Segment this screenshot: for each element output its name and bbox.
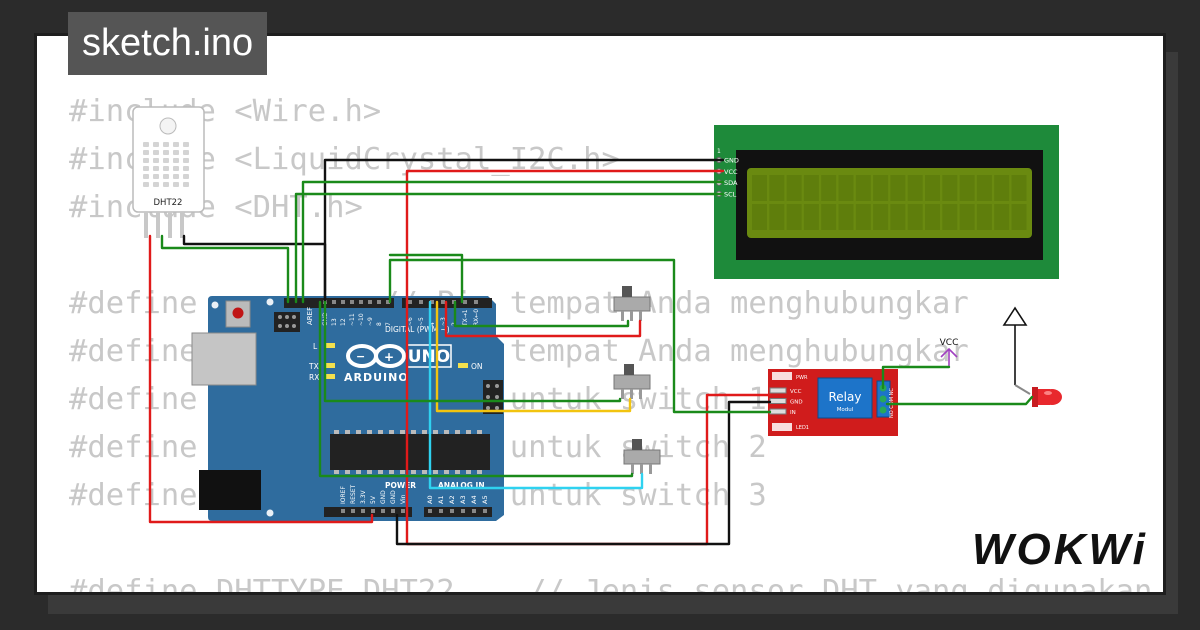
analog-header [424, 507, 492, 517]
rx-label: RX [309, 373, 319, 382]
vcc-symbol: VCC [940, 338, 959, 366]
vcc-label: VCC [940, 338, 959, 348]
power-header [324, 507, 412, 517]
wire-relay-in [388, 258, 772, 414]
wire-sw3-gnd [318, 300, 634, 478]
power-pin-label: 5V [370, 495, 377, 504]
wire-relay-gnd [395, 400, 772, 546]
wire-dht-vcc [148, 234, 374, 524]
digital-pin-label: 12 [340, 318, 347, 326]
analog-pin-label: A2 [448, 495, 456, 504]
power-pin-label: 3.3V [360, 489, 367, 504]
switch-2[interactable] [613, 364, 651, 399]
digital-pin-label: ~10 [358, 313, 365, 326]
power-pin-label: GND [390, 490, 397, 504]
relay-label: Relay [829, 390, 862, 404]
code-line: #define DHTTYPE DHT22 // Jenis sensor DH… [69, 574, 1153, 595]
analog-pin-label: A5 [481, 495, 489, 504]
wire-dht-data [160, 234, 290, 304]
wire-relay-led [885, 395, 1034, 406]
power-label: POWER [385, 481, 416, 490]
digital-pin-label: 4 [429, 322, 436, 326]
wire-sw1-vcc [444, 300, 642, 338]
analog-pin-label: A0 [426, 495, 434, 504]
power-pin-label: RESET [350, 484, 357, 504]
led-red[interactable] [1014, 384, 1062, 407]
power-pin-label: IOREF [340, 486, 347, 504]
digital-pin-label: ~6 [407, 317, 414, 326]
svg-text:+: + [384, 350, 394, 364]
lcd-pin-label: SCL [724, 190, 737, 198]
power-jack [199, 470, 261, 510]
aref-label: AREF [306, 307, 314, 325]
digital-pin-label: ~11 [349, 313, 356, 326]
atmega-chip [330, 434, 490, 470]
digital-pin-label: ~9 [367, 317, 374, 326]
file-title-tab[interactable]: sketch.ino [68, 12, 268, 75]
svg-text:−: − [356, 350, 365, 363]
lcd-pin-label: SDA [724, 179, 738, 187]
digital-pin-label: RX←0 [473, 309, 480, 326]
wire-lcd-sda [301, 180, 725, 304]
relay-led-label: LED1 [796, 425, 809, 431]
relay-sublabel: Modul [837, 407, 854, 413]
dht-vent-grid [143, 142, 189, 187]
digital-label: DIGITAL (PWM ~) [385, 325, 450, 334]
relay-block [817, 377, 873, 419]
lcd-pin1-label: 1 [717, 148, 721, 155]
digital-pin-label: 13 [331, 318, 338, 326]
wokwi-logo: WOKWi [972, 525, 1148, 574]
dht22-sensor[interactable]: DHT22 [132, 106, 205, 238]
arduino-logo: − + [346, 344, 406, 368]
relay-pin-label: GND [790, 400, 803, 406]
power-pin-label: GND [380, 490, 387, 504]
wire-sw3-sig [428, 300, 644, 490]
wire-lcd-scl [294, 192, 725, 304]
digital-pin-label: 8 [376, 322, 383, 326]
lcd-pin-label: GND [724, 157, 739, 165]
relay-pin-label: IN [790, 410, 796, 416]
digital-pin-label: ~3 [440, 317, 447, 326]
analog-pin-label: A3 [459, 495, 467, 504]
usb-port [191, 332, 257, 386]
digital-pin-label: 7 [385, 322, 392, 326]
digital-pin-label: TX→1 [462, 309, 469, 327]
wire-sw2-gnd [323, 300, 622, 403]
wires [148, 158, 1034, 546]
arduino-brand-label: ARDUINO [344, 371, 409, 384]
wire-lcd-gnd [323, 158, 725, 304]
power-pin-label: Vin [400, 494, 407, 504]
wire-sw2-sig [435, 300, 632, 413]
analog-pin-label: A1 [437, 495, 445, 504]
wire-sw1-sig [453, 300, 630, 328]
lcd-char-cells [752, 175, 1027, 230]
dht-label: DHT22 [154, 198, 183, 208]
wire-relay-vcc [881, 365, 951, 390]
lcd-display[interactable]: 1 GND VCC SDA SCL [714, 125, 1059, 279]
digital-pin-label: ~5 [418, 317, 425, 326]
led-l-label: L [313, 342, 318, 351]
tx-label: TX [308, 362, 319, 371]
analog-in-label: ANALOG IN [438, 481, 485, 490]
switch-3[interactable] [623, 439, 661, 474]
ground-symbol [1002, 306, 1028, 385]
wire-top-green [388, 253, 464, 304]
analog-pin-label: A4 [470, 495, 478, 504]
on-label: ON [471, 362, 483, 371]
relay-pin-label: VCC [790, 389, 802, 395]
lcd-pin-label: VCC [724, 168, 738, 176]
relay-pwr-label: PWR [796, 375, 808, 381]
icsp-header-2 [483, 380, 503, 414]
switch-1[interactable] [613, 286, 651, 321]
digital-header-left [284, 298, 394, 308]
